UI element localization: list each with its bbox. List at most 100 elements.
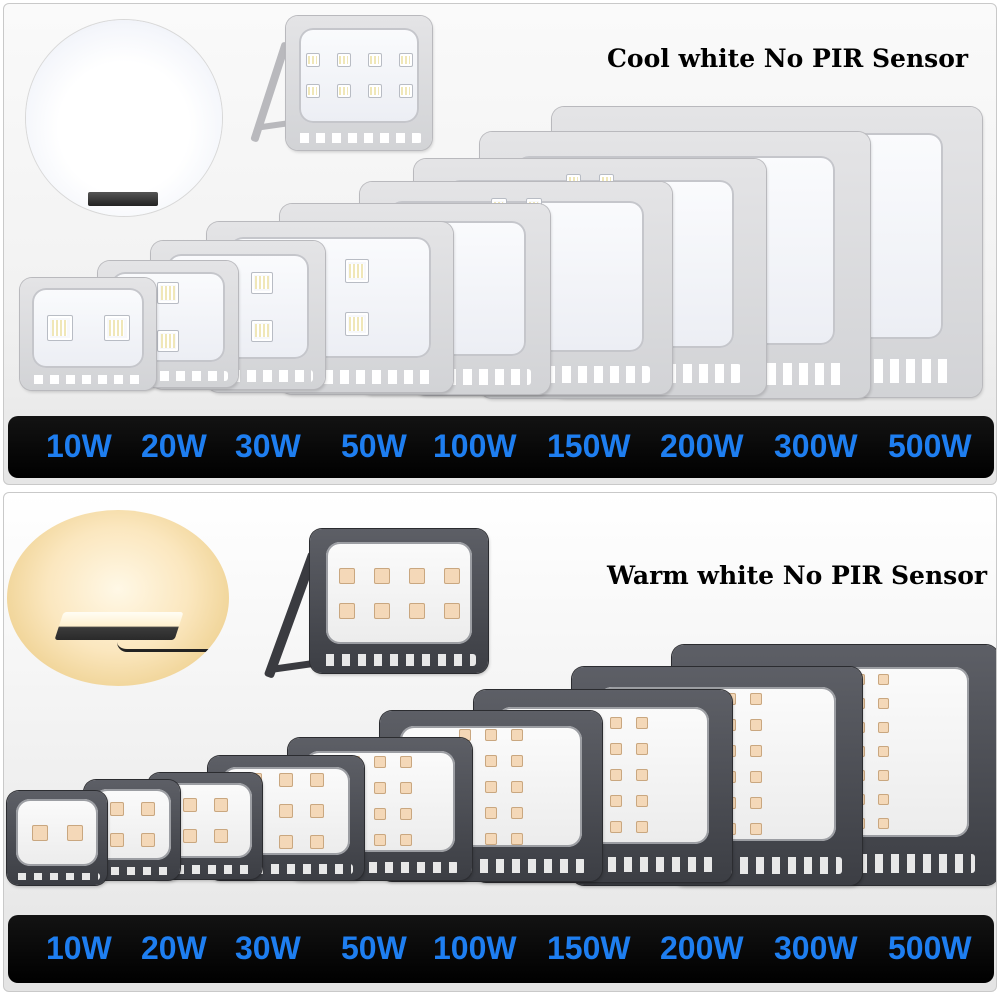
warm-glow-lamp-cable [117, 642, 227, 652]
led-chip [31, 824, 48, 841]
warm-fixture-lens [16, 799, 98, 867]
led-chip [400, 756, 412, 769]
warm-fixture-vents [322, 654, 476, 666]
led-chip [750, 719, 762, 731]
led-chip [213, 797, 228, 812]
led-chip [877, 770, 889, 782]
warm-glow-lamp-body [54, 612, 184, 640]
warm-wattage-label: 30W [235, 930, 301, 966]
led-chip [400, 782, 412, 795]
warm-wattage-label: 100W [433, 930, 517, 966]
led-chip [877, 818, 889, 830]
warm-wattage-label: 20W [141, 930, 207, 966]
led-chip [511, 832, 523, 845]
led-chip [485, 832, 497, 845]
led-chip [338, 567, 355, 584]
cool-fixture-vents [107, 370, 229, 381]
warm-fixture-vents [300, 861, 460, 873]
led-chip [157, 330, 179, 353]
led-chip [400, 834, 412, 847]
warm-fixture-vents [90, 867, 174, 875]
led-chip [373, 567, 390, 584]
led-chip [511, 806, 523, 819]
cool-wattage-label: 150W [547, 428, 631, 464]
led-chip [610, 795, 622, 808]
warm-light-glow-photo [7, 510, 229, 686]
led-chip [636, 821, 648, 834]
led-chip [610, 769, 622, 782]
led-chip [279, 773, 293, 788]
led-chip [310, 773, 324, 788]
cool-floodlight-fixture [286, 16, 432, 150]
led-chip [344, 259, 369, 284]
led-chip [636, 717, 648, 730]
led-chip [485, 780, 497, 793]
led-chip [374, 834, 386, 847]
warm-fixture-lens [326, 541, 472, 645]
led-chip [182, 828, 197, 843]
led-chip [213, 828, 228, 843]
warm-wattage-label: 150W [547, 930, 631, 966]
cool-wattage-bar: 10W 20W 30W 50W 100W 150W 200W 300W 500W [8, 416, 994, 478]
led-chip [344, 312, 369, 337]
led-chip [610, 743, 622, 756]
led-chip [443, 602, 460, 619]
warm-section-heading: Warm white No PIR Sensor [607, 561, 988, 590]
led-chip [877, 698, 889, 710]
led-chip [336, 84, 351, 99]
warm-fixture-vents [218, 863, 354, 874]
led-chip [485, 806, 497, 819]
led-chip [279, 804, 293, 819]
led-chip [877, 722, 889, 734]
warm-floodlight-fixture [7, 791, 107, 885]
cool-fixture-lens [32, 288, 144, 368]
cool-wattage-label: 20W [141, 428, 207, 464]
led-chip [408, 602, 425, 619]
warm-wattage-label: 50W [341, 930, 407, 966]
led-chip [636, 743, 648, 756]
warm-wattage-label: 300W [774, 930, 858, 966]
led-chip [511, 754, 523, 767]
cool-fixture-vents [163, 369, 313, 382]
led-chip [459, 728, 471, 741]
led-chip [636, 795, 648, 808]
warm-white-panel: Warm white No PIR Sensor 10W 20W 30W 50W… [3, 492, 997, 992]
warm-wattage-bar: 10W 20W 30W 50W 100W 150W 200W 300W 500W [8, 915, 994, 983]
led-chip [610, 717, 622, 730]
warm-wattage-label: 10W [46, 930, 112, 966]
warm-floodlight-fixture [310, 529, 488, 673]
warm-fixture-vents [14, 872, 100, 881]
led-chip [157, 282, 179, 305]
cool-fixture-vents [296, 132, 422, 144]
led-chip [251, 319, 273, 342]
led-chip [485, 754, 497, 767]
led-chip [750, 745, 762, 757]
led-chip [511, 728, 523, 741]
led-chip [140, 802, 155, 816]
led-chip [877, 746, 889, 758]
led-chip [750, 771, 762, 783]
cool-white-panel: Cool white No PIR Sensor 10W 20W 30W 50W… [3, 3, 997, 485]
led-chip [109, 802, 124, 816]
led-chip [877, 674, 889, 686]
led-chip [367, 84, 382, 99]
led-chip [398, 84, 413, 99]
led-chip [109, 833, 124, 847]
led-chip [103, 314, 130, 341]
led-chip [750, 693, 762, 705]
cool-section-heading: Cool white No PIR Sensor [607, 44, 969, 73]
cool-fixture-lens [299, 28, 419, 124]
led-chip [66, 824, 83, 841]
cool-wattage-label: 30W [235, 428, 301, 464]
cool-wattage-label: 100W [433, 428, 517, 464]
led-chip [310, 835, 324, 850]
led-chip [408, 567, 425, 584]
led-chip [305, 84, 320, 99]
led-chip [398, 53, 413, 68]
warm-wattage-label: 500W [888, 930, 972, 966]
led-chip [140, 833, 155, 847]
led-chip [251, 271, 273, 294]
cool-wattage-label: 500W [888, 428, 972, 464]
led-chip [750, 797, 762, 809]
led-chip [374, 808, 386, 821]
